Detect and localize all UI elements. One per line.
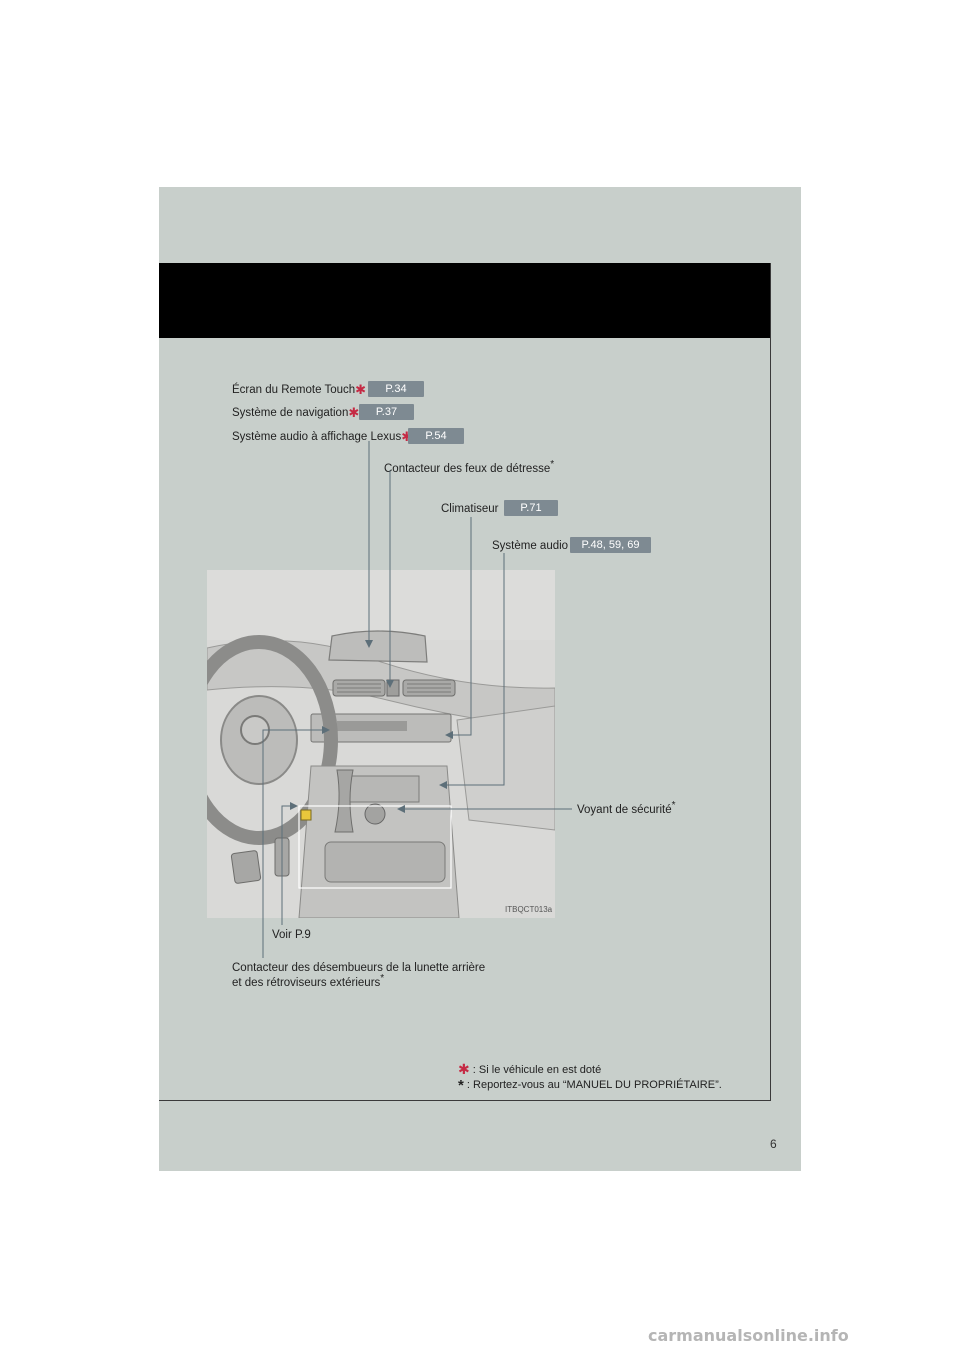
label-desembueurs-line1: Contacteur des désembueurs de la lunette… bbox=[232, 962, 486, 974]
optional-mark-icon: ✱ bbox=[401, 429, 413, 444]
label-text: Contacteur des feux de détresse bbox=[384, 463, 551, 475]
label-desembueurs-line2: et des rétroviseurs extérieurs* bbox=[232, 973, 385, 990]
label-text: Voyant de sécurité bbox=[577, 804, 672, 816]
label-text: et des rétroviseurs extérieurs bbox=[232, 977, 381, 989]
optional-mark-icon: ✱ bbox=[355, 382, 367, 397]
label-audio-lexus: Système audio à affichage Lexus✱ bbox=[232, 429, 412, 444]
label-text: Écran du Remote Touch bbox=[232, 384, 356, 396]
legend-star-text: : Reportez-vous au “MANUEL DU PROPRIÉTAI… bbox=[466, 1079, 722, 1091]
label-voir-p9: Voir P.9 bbox=[272, 929, 311, 941]
watermark: carmanualsonline.info bbox=[648, 1326, 849, 1345]
star-mark-icon: * bbox=[458, 1077, 464, 1094]
label-navigation: Système de navigation✱ bbox=[232, 405, 359, 420]
label-text: Système de navigation bbox=[232, 407, 349, 419]
ref-badge-ecran[interactable]: P.34 bbox=[368, 381, 424, 397]
image-code: ITBQCT013a bbox=[505, 905, 553, 914]
dashboard-illustration: ITBQCT013a bbox=[207, 570, 555, 918]
legend-optional: ✱ : Si le véhicule en est doté bbox=[458, 1060, 601, 1077]
ref-badge-climatiseur[interactable]: P.71 bbox=[504, 500, 558, 516]
star-mark-icon: * bbox=[380, 973, 385, 985]
label-ecran-remote-touch: Écran du Remote Touch✱ bbox=[232, 382, 366, 397]
optional-mark-icon: ✱ bbox=[348, 405, 360, 420]
ref-badge-systeme-audio[interactable]: P.48, 59, 69 bbox=[570, 537, 651, 553]
frame-bottom-border bbox=[159, 1100, 771, 1101]
label-systeme-audio: Système audio bbox=[492, 540, 569, 552]
optional-mark-icon: ✱ bbox=[458, 1061, 470, 1077]
legend-star: * : Reportez-vous au “MANUEL DU PROPRIÉT… bbox=[458, 1075, 722, 1094]
ref-badge-navigation[interactable]: P.37 bbox=[359, 404, 414, 420]
star-mark-icon: * bbox=[671, 800, 676, 812]
legend-optional-text: : Si le véhicule en est doté bbox=[472, 1064, 602, 1076]
star-mark-icon: * bbox=[550, 459, 555, 471]
label-voyant-securite: Voyant de sécurité* bbox=[577, 800, 676, 817]
label-climatiseur: Climatiseur bbox=[441, 503, 499, 515]
header-bar bbox=[159, 263, 770, 338]
label-text: Système audio à affichage Lexus bbox=[232, 431, 402, 443]
label-feux-detresse: Contacteur des feux de détresse* bbox=[384, 459, 555, 476]
page-number: 6 bbox=[770, 1137, 777, 1151]
ref-badge-audio-lexus[interactable]: P.54 bbox=[408, 428, 464, 444]
frame-right-border bbox=[770, 263, 771, 1101]
